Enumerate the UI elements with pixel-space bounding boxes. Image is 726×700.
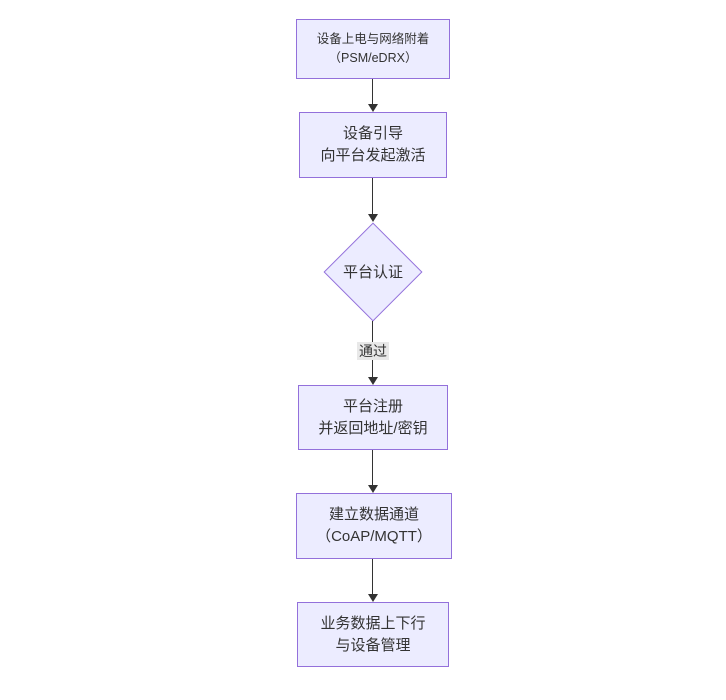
- node-label: （PSM/eDRX）: [328, 51, 418, 65]
- node-register: 平台注册 并返回地址/密钥: [298, 385, 448, 450]
- connector-line: [372, 79, 373, 105]
- connector-line: [372, 450, 373, 485]
- node-label: 与设备管理: [335, 636, 411, 654]
- arrowhead-icon: [368, 485, 378, 493]
- arrowhead-icon: [368, 214, 378, 222]
- arrowhead-icon: [368, 377, 378, 385]
- node-label: 建立数据通道: [328, 506, 419, 523]
- arrowhead-icon: [368, 594, 378, 602]
- node-label: 向平台发起激活: [320, 147, 426, 164]
- node-label: 业务数据上下行: [320, 614, 426, 632]
- node-label: 平台注册: [342, 397, 403, 415]
- node-business-data: 业务数据上下行 与设备管理: [297, 602, 449, 667]
- connector-line: [372, 178, 373, 215]
- node-power-attach: 设备上电与网络附着 （PSM/eDRX）: [296, 19, 450, 79]
- edge-label-pass: 通过: [357, 342, 389, 360]
- node-label: 并返回地址/密钥: [318, 419, 428, 437]
- node-label: 设备上电与网络附着: [316, 32, 430, 46]
- node-label: 设备引导: [342, 125, 403, 142]
- node-bootstrap: 设备引导 向平台发起激活: [299, 112, 447, 178]
- arrowhead-icon: [368, 104, 378, 112]
- connector-line: [372, 559, 373, 594]
- node-data-channel: 建立数据通道 （CoAP/MQTT）: [296, 493, 452, 559]
- node-label: 平台认证: [342, 264, 403, 281]
- node-platform-auth: 平台认证: [323, 222, 423, 321]
- node-label: （CoAP/MQTT）: [316, 528, 432, 545]
